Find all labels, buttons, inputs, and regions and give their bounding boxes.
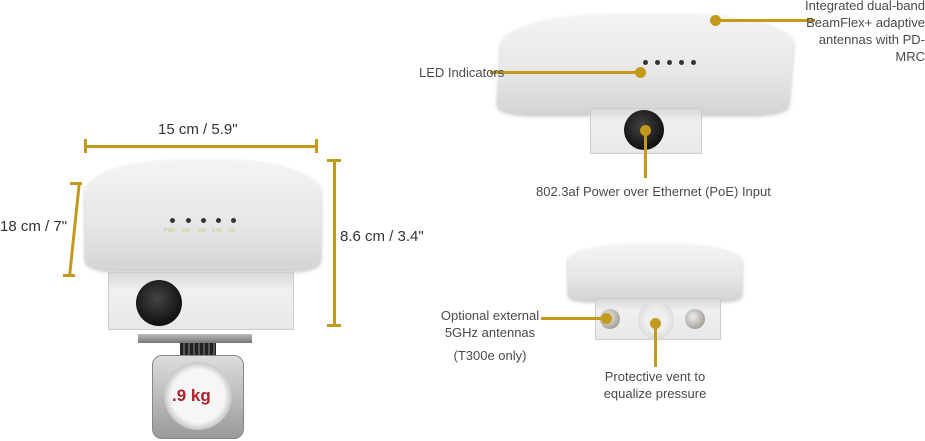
vent-callout: Protective vent to equalize pressure bbox=[603, 369, 707, 401]
height-label: 8.6 cm / 3.4" bbox=[340, 228, 424, 245]
external-antenna-callout: Optional external 5GHz antennas (T300e o… bbox=[440, 308, 540, 363]
depth-label: 18 cm / 7" bbox=[0, 218, 68, 235]
led-callout: LED Indicators bbox=[419, 65, 505, 80]
weight-label: .9 kg bbox=[172, 386, 211, 405]
poe-callout: 802.3af Power over Ethernet (PoE) Input bbox=[536, 184, 771, 199]
width-label: 15 cm / 5.9" bbox=[158, 121, 238, 138]
poe-port-cap bbox=[136, 280, 182, 326]
antenna-callout: Integrated dual-band BeamFlex+ adaptive … bbox=[805, 0, 925, 64]
